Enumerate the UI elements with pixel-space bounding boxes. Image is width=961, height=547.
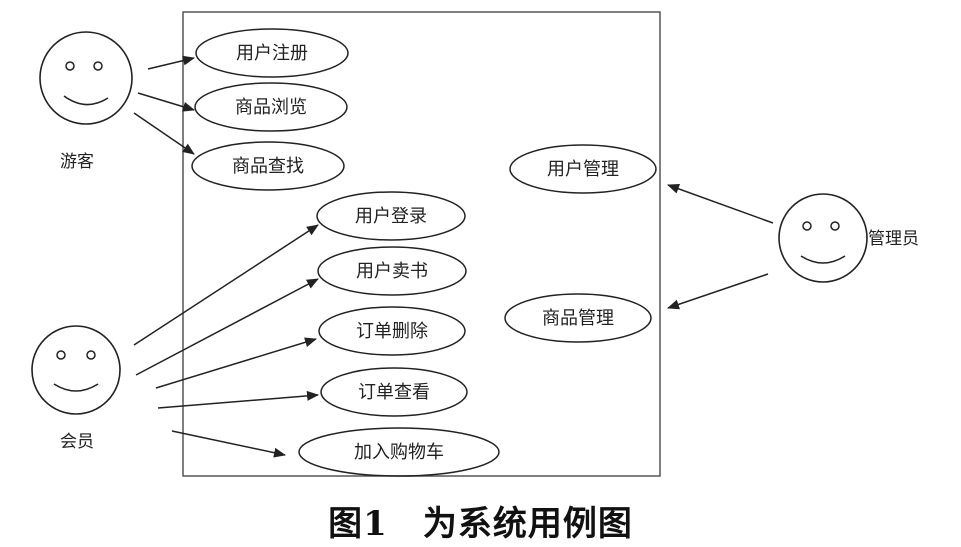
usecase-add-cart: 加入购物车: [298, 427, 500, 477]
admin-face-icon: [778, 193, 868, 283]
usecase-sell-book-label: 用户卖书: [356, 261, 428, 282]
usecase-order-view: 订单查看: [320, 367, 468, 417]
member-face-icon: [31, 325, 121, 415]
assoc-member-delete: [155, 337, 317, 389]
assoc-member-sell: [135, 278, 319, 376]
assoc-member-login: [133, 224, 319, 346]
usecase-login: 用户登录: [316, 191, 466, 241]
usecase-add-cart-label: 加入购物车: [354, 442, 444, 463]
usecase-login-label: 用户登录: [355, 206, 427, 227]
usecase-order-view-label: 订单查看: [358, 382, 430, 403]
actor-member: 会员: [31, 325, 121, 452]
assoc-admin-user-manage: [667, 184, 774, 224]
usecase-sell-book: 用户卖书: [317, 246, 467, 296]
usecase-product-manage: 商品管理: [504, 293, 652, 343]
usecase-product-manage-label: 商品管理: [542, 308, 614, 329]
figure-caption: 图1 为系统用例图: [328, 504, 633, 544]
usecase-user-manage-label: 用户管理: [547, 159, 619, 180]
actor-guest-label: 游客: [60, 152, 94, 172]
system-boundary: [182, 11, 661, 477]
usecase-order-delete-label: 订单删除: [356, 321, 428, 342]
assoc-admin-product-manage: [667, 273, 769, 310]
usecase-order-delete: 订单删除: [318, 306, 466, 356]
usecase-register-label: 用户注册: [236, 43, 308, 64]
assoc-guest-browse: [137, 92, 195, 112]
usecase-register: 用户注册: [195, 28, 349, 78]
assoc-guest-search: [133, 112, 195, 155]
usecase-search-label: 商品查找: [232, 156, 304, 177]
assoc-member-view: [157, 390, 319, 409]
actor-admin-label: 管理员: [868, 229, 919, 249]
usecase-user-manage: 用户管理: [509, 144, 657, 194]
assoc-guest-register: [147, 55, 195, 70]
actor-member-label: 会员: [60, 432, 94, 452]
actor-admin: 管理员: [778, 193, 919, 283]
assoc-member-cart: [171, 430, 286, 458]
actor-guest: 游客: [39, 31, 133, 172]
usecase-search: 商品查找: [191, 141, 345, 191]
usecase-browse: 商品浏览: [194, 82, 348, 132]
guest-face-icon: [39, 31, 133, 125]
usecase-browse-label: 商品浏览: [235, 97, 307, 118]
